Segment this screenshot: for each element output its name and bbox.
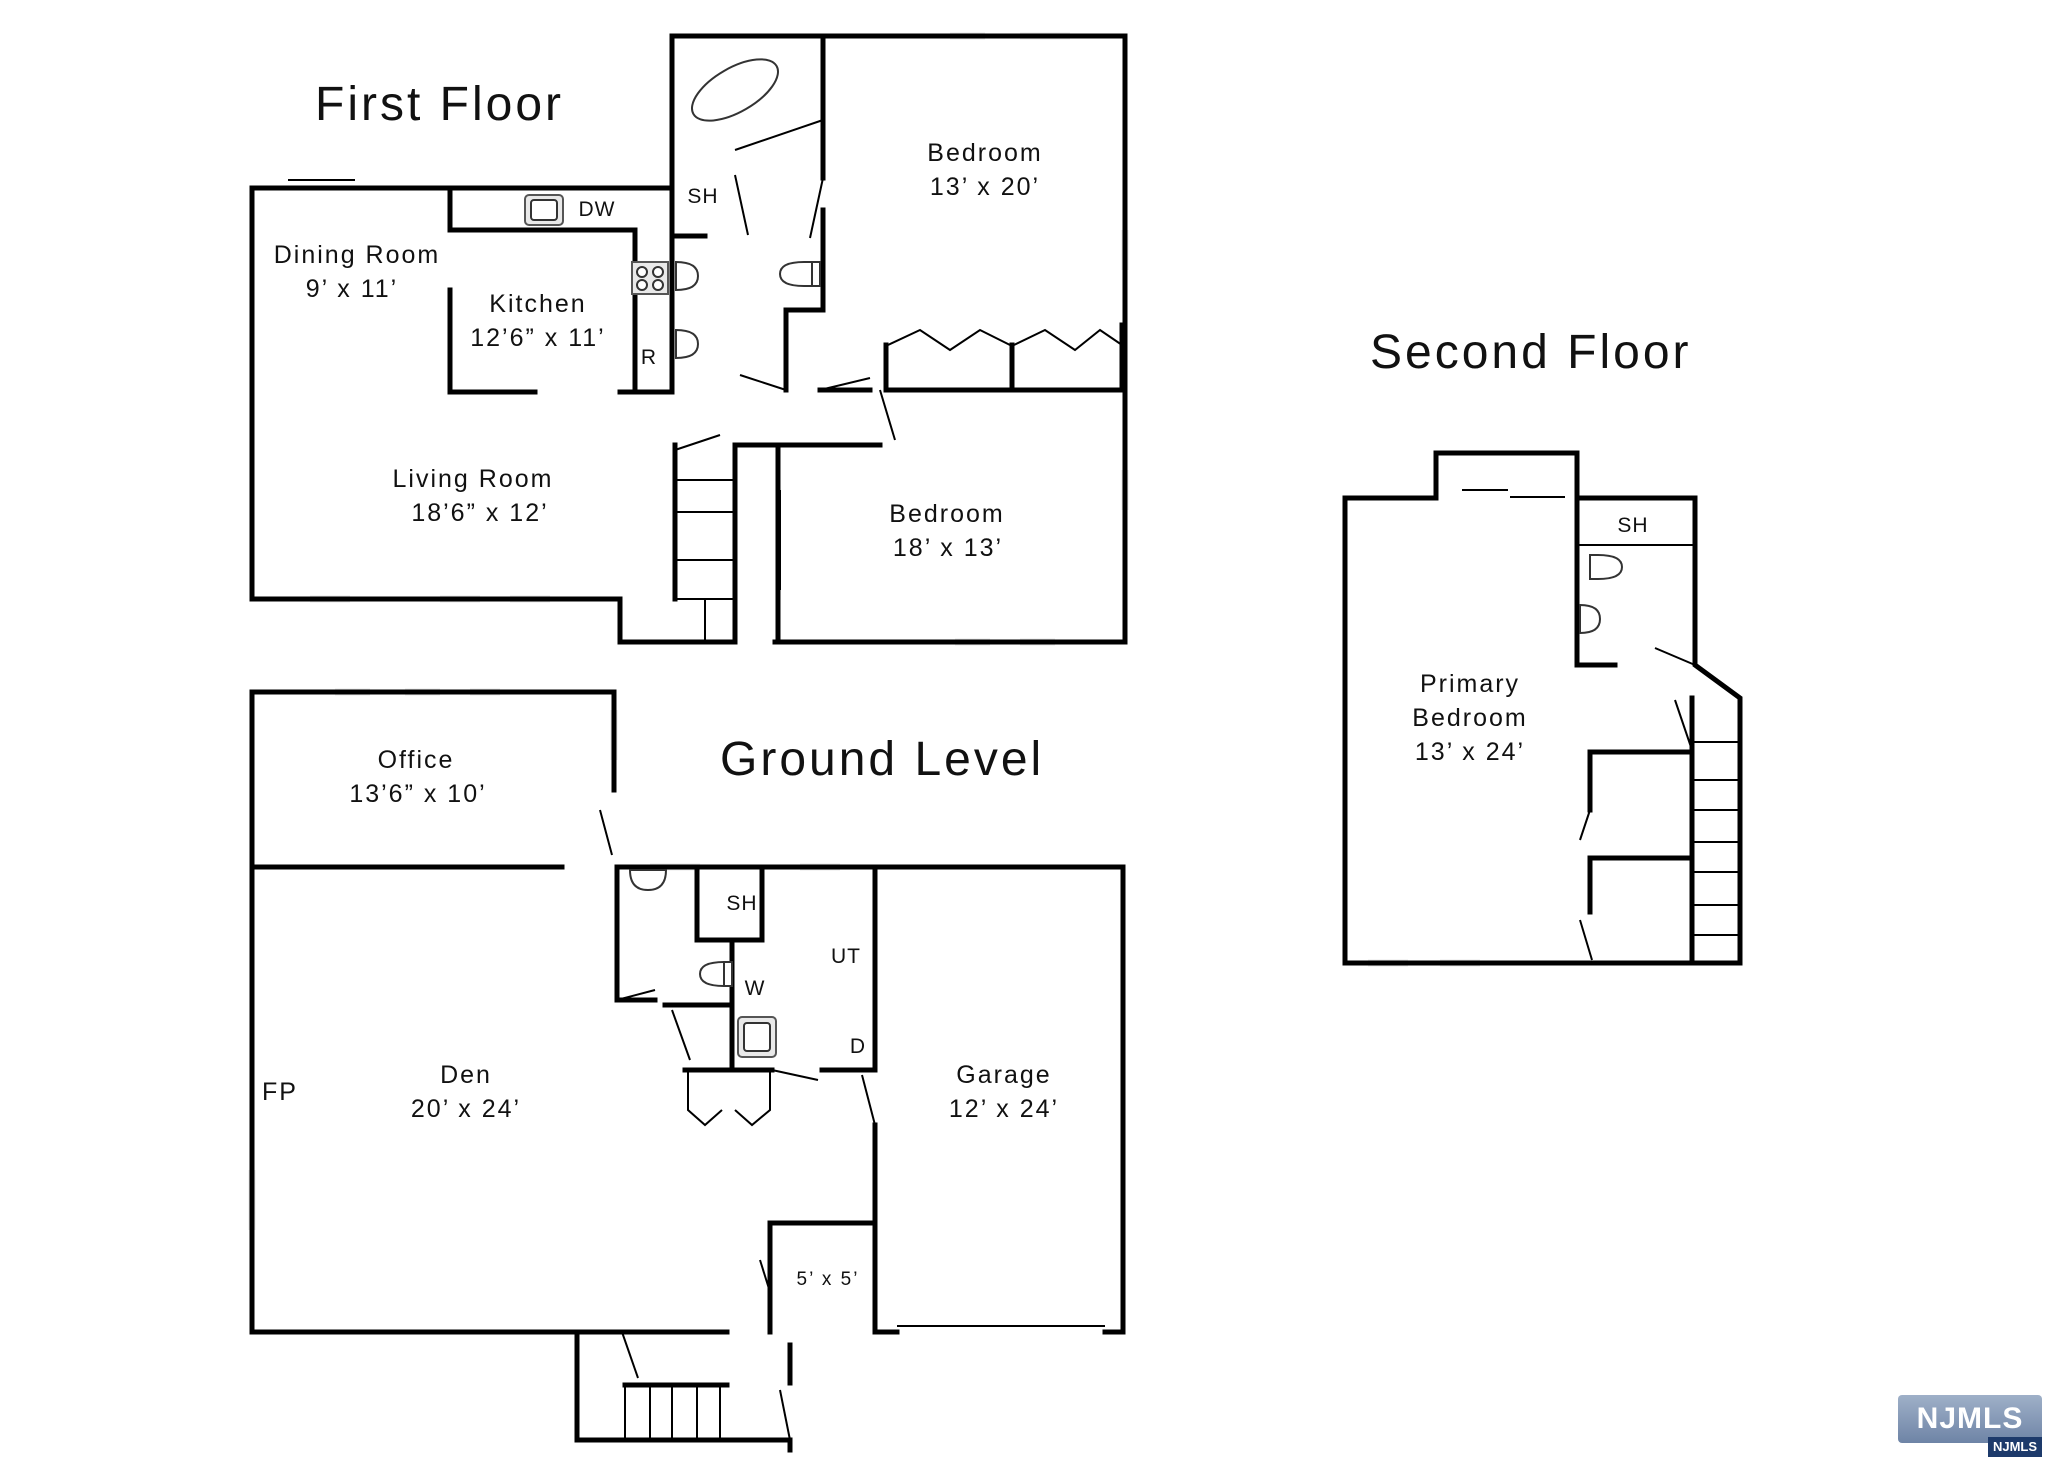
fireplace-label: FP [262, 1078, 298, 1106]
ground-level-fixtures [628, 869, 777, 1058]
office-size: 13’6” x 10’ [349, 780, 486, 808]
first-floor-fixtures [524, 58, 821, 360]
first-floor-walls [249, 33, 1128, 645]
closet-doors [687, 1070, 723, 1127]
primary-bedroom-label-2: Bedroom [1412, 704, 1527, 732]
den-size: 20’ x 24’ [411, 1095, 521, 1123]
bedroom-2-size: 18’ x 13’ [893, 534, 1003, 562]
shower-label: SH [726, 892, 757, 915]
refrigerator-label: R [641, 346, 657, 369]
ground-level-stairs [622, 1382, 730, 1440]
shower-label: SH [1617, 514, 1648, 537]
bath-sink-icon [1579, 603, 1602, 635]
first-floor-plan: First Floor Dining Room 9’ x 11’ Kitchen… [249, 32, 1129, 646]
ground-level-doors [599, 809, 1105, 1441]
second-floor-walls [1342, 450, 1743, 966]
kitchen-label: Kitchen [489, 290, 586, 318]
office-label: Office [378, 746, 455, 774]
kitchen-size: 12’6” x 11’ [470, 324, 606, 352]
second-floor-stairs [1692, 741, 1740, 936]
dining-room-label: Dining Room [274, 241, 441, 269]
ground-level-plan: Ground Level Office 13’6” x 10’ Den 20’ … [248, 688, 1126, 1453]
logo-badge: NJMLS [1988, 1437, 2042, 1457]
bath-sink-icon [675, 260, 700, 292]
garage-size: 12’ x 24’ [949, 1095, 1059, 1123]
second-floor-plan: Second Floor Primary Bedroom 13’ x 24’ S… [1342, 326, 1743, 967]
first-floor-doors [734, 119, 896, 441]
utility-label: UT [831, 945, 861, 968]
bedroom-1-size: 13’ x 20’ [930, 173, 1040, 201]
second-floor-title: Second Floor [1370, 326, 1692, 379]
first-floor-title: First Floor [315, 78, 564, 131]
living-room-label: Living Room [393, 465, 554, 493]
dining-room-size: 9’ x 11’ [306, 275, 398, 303]
den-label: Den [440, 1061, 492, 1089]
second-floor-fixtures [1579, 554, 1624, 635]
closet-doors [887, 328, 1011, 352]
first-floor-stairs [674, 434, 781, 642]
toilet-icon [1589, 554, 1624, 580]
washer-label: W [745, 977, 766, 1000]
primary-bedroom-size: 13’ x 24’ [1415, 738, 1525, 766]
ground-level-walls [249, 689, 1126, 1453]
garage-label: Garage [956, 1061, 1051, 1089]
shower-label: SH [687, 185, 718, 208]
dishwasher-label: DW [579, 198, 616, 221]
ground-level-title: Ground Level [720, 733, 1044, 786]
primary-bedroom-label-1: Primary [1420, 670, 1520, 698]
bathtub-icon [691, 58, 779, 122]
second-floor-doors [1579, 647, 1696, 961]
stove-icon [631, 261, 669, 295]
bath-sink-icon [628, 869, 668, 892]
closet-size: 5’ x 5’ [797, 1269, 860, 1290]
bedroom-2-label: Bedroom [889, 500, 1004, 528]
dryer-label: D [850, 1035, 866, 1058]
njmls-logo: NJMLS NJMLS [1898, 1395, 2042, 1457]
bath-sink-icon [675, 328, 700, 360]
living-room-size: 18’6” x 12’ [411, 499, 548, 527]
bedroom-1-label: Bedroom [927, 139, 1042, 167]
toilet-icon [778, 261, 813, 287]
logo-text: NJMLS [1898, 1395, 2042, 1443]
